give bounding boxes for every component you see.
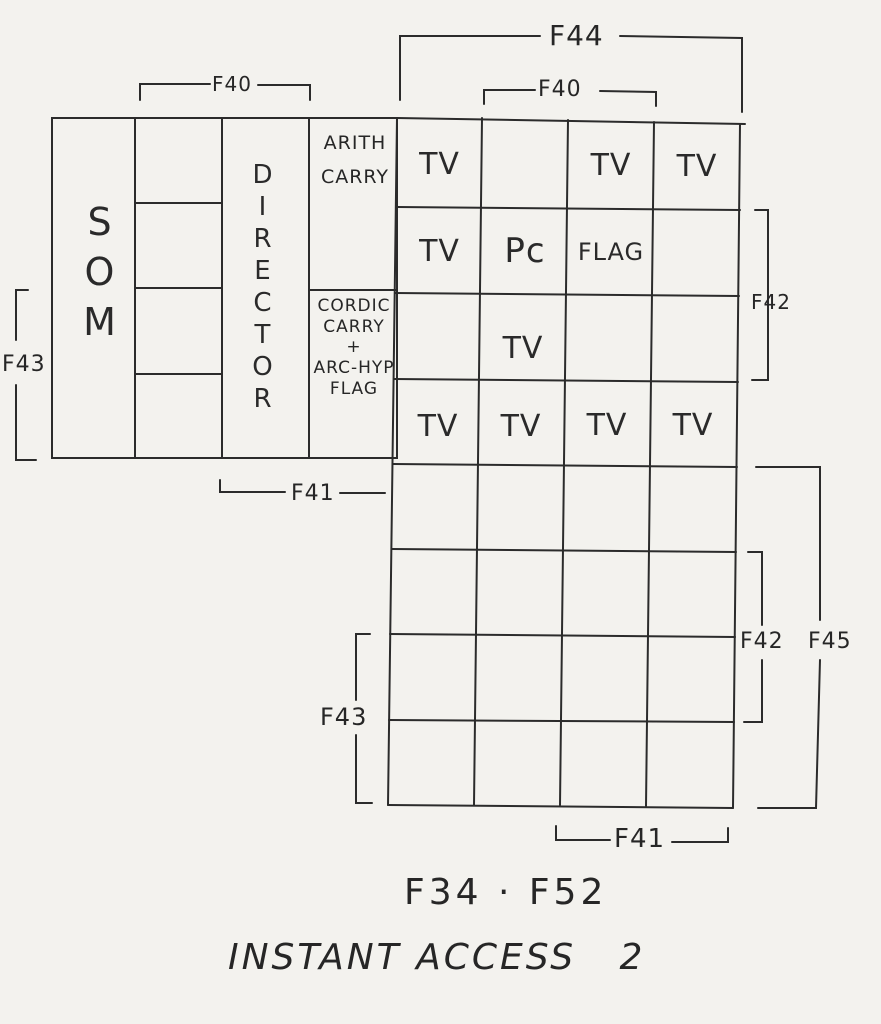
carry-text: CARRY — [323, 316, 385, 337]
director-letter: C — [253, 288, 273, 318]
bracket-f43-left — [15, 289, 29, 341]
arith-text: ARITH — [323, 132, 387, 154]
grid-col — [473, 117, 483, 806]
bracket-f42-bottom — [747, 551, 763, 626]
label-f45: F45 — [808, 629, 852, 654]
grid-cell — [566, 295, 652, 381]
grid-col — [559, 119, 569, 806]
caption-title: INSTANT ACCESS 2 — [228, 937, 646, 978]
grid-row — [388, 719, 735, 723]
arc-hyp-text: ARC-HYP — [313, 358, 395, 379]
caption-id: F34 · F52 — [404, 872, 608, 913]
som-label: S O M — [75, 200, 125, 344]
grid-cell — [482, 120, 568, 208]
label-f40-right: F40 — [538, 77, 582, 102]
grid-row — [394, 292, 740, 297]
director-letter: D — [252, 160, 274, 190]
director-letter: I — [258, 192, 268, 222]
bracket-f41-bottom — [671, 827, 729, 843]
grid-row — [391, 548, 737, 553]
arith-carry-label: ARITH CARRY — [312, 132, 398, 190]
label-f42-bottom: F42 — [740, 629, 784, 654]
bracket-f40-left — [257, 84, 311, 101]
bracket-f41-top — [219, 479, 286, 493]
bracket-f40-right — [599, 90, 657, 107]
grid-cell: TV — [502, 330, 544, 366]
bracket-f43-bottom — [355, 734, 373, 804]
grid-cell: TV — [417, 408, 459, 444]
label-f41-top: F41 — [291, 481, 335, 506]
cordic-text: CORDIC — [317, 296, 391, 316]
bracket-f42-bottom — [743, 659, 763, 723]
carry-text: CARRY — [320, 165, 390, 188]
grid-row — [396, 117, 746, 125]
grid-cell — [652, 296, 738, 382]
grid-cell: TV — [419, 146, 460, 182]
director-label: D I R E C T O R — [238, 160, 288, 414]
bracket-f44 — [399, 35, 541, 101]
grid-row — [396, 206, 741, 211]
grid-row — [393, 378, 739, 383]
grid-cell: TV — [590, 147, 632, 183]
bracket-f45 — [755, 466, 821, 621]
director-letter: T — [254, 320, 272, 350]
director-letter: R — [253, 224, 273, 254]
som-letter: O — [84, 250, 116, 294]
grid-cell: TV — [672, 407, 714, 443]
grid-cell: TV — [676, 148, 718, 184]
bracket-f42-top — [751, 209, 769, 381]
bracket-f45 — [757, 659, 821, 809]
director-letter: O — [252, 352, 274, 382]
grid-row — [392, 463, 738, 468]
bracket-f44 — [619, 35, 743, 113]
director-letter: R — [253, 384, 273, 414]
left-block-outline — [51, 117, 398, 459]
bracket-f40-right — [483, 89, 536, 105]
grid-cell-flag: FLAG — [577, 238, 645, 266]
som-letter: S — [87, 200, 113, 244]
director-letter: E — [254, 256, 272, 286]
bracket-f43-bottom — [355, 633, 371, 701]
flag-text: FLAG — [329, 378, 379, 399]
grid-row — [387, 804, 734, 809]
label-f40-left: F40 — [212, 72, 252, 96]
label-f42-top: F42 — [751, 290, 791, 314]
grid-cell: TV — [419, 233, 460, 269]
bracket-f40-left — [139, 83, 211, 101]
som-letter: M — [83, 300, 117, 344]
grid-cell: TV — [586, 407, 628, 443]
grid-cell-pc: Pc — [504, 231, 546, 271]
grid-cell — [654, 210, 740, 296]
grid-row — [389, 633, 736, 638]
cordic-label: CORDIC CARRY + ARC-HYP FLAG — [309, 296, 399, 400]
plus-text: + — [346, 337, 362, 358]
label-f43-left: F43 — [2, 352, 46, 377]
grid-col — [387, 117, 398, 806]
grid-cell — [395, 294, 481, 380]
bracket-f41-bottom — [555, 825, 611, 841]
label-f44: F44 — [549, 19, 604, 52]
bracket-f43-left — [15, 384, 37, 461]
label-f43-bottom: F43 — [320, 703, 368, 731]
label-f41-bottom: F41 — [614, 824, 666, 854]
grid-col — [645, 121, 655, 807]
grid-cell: TV — [500, 408, 542, 444]
